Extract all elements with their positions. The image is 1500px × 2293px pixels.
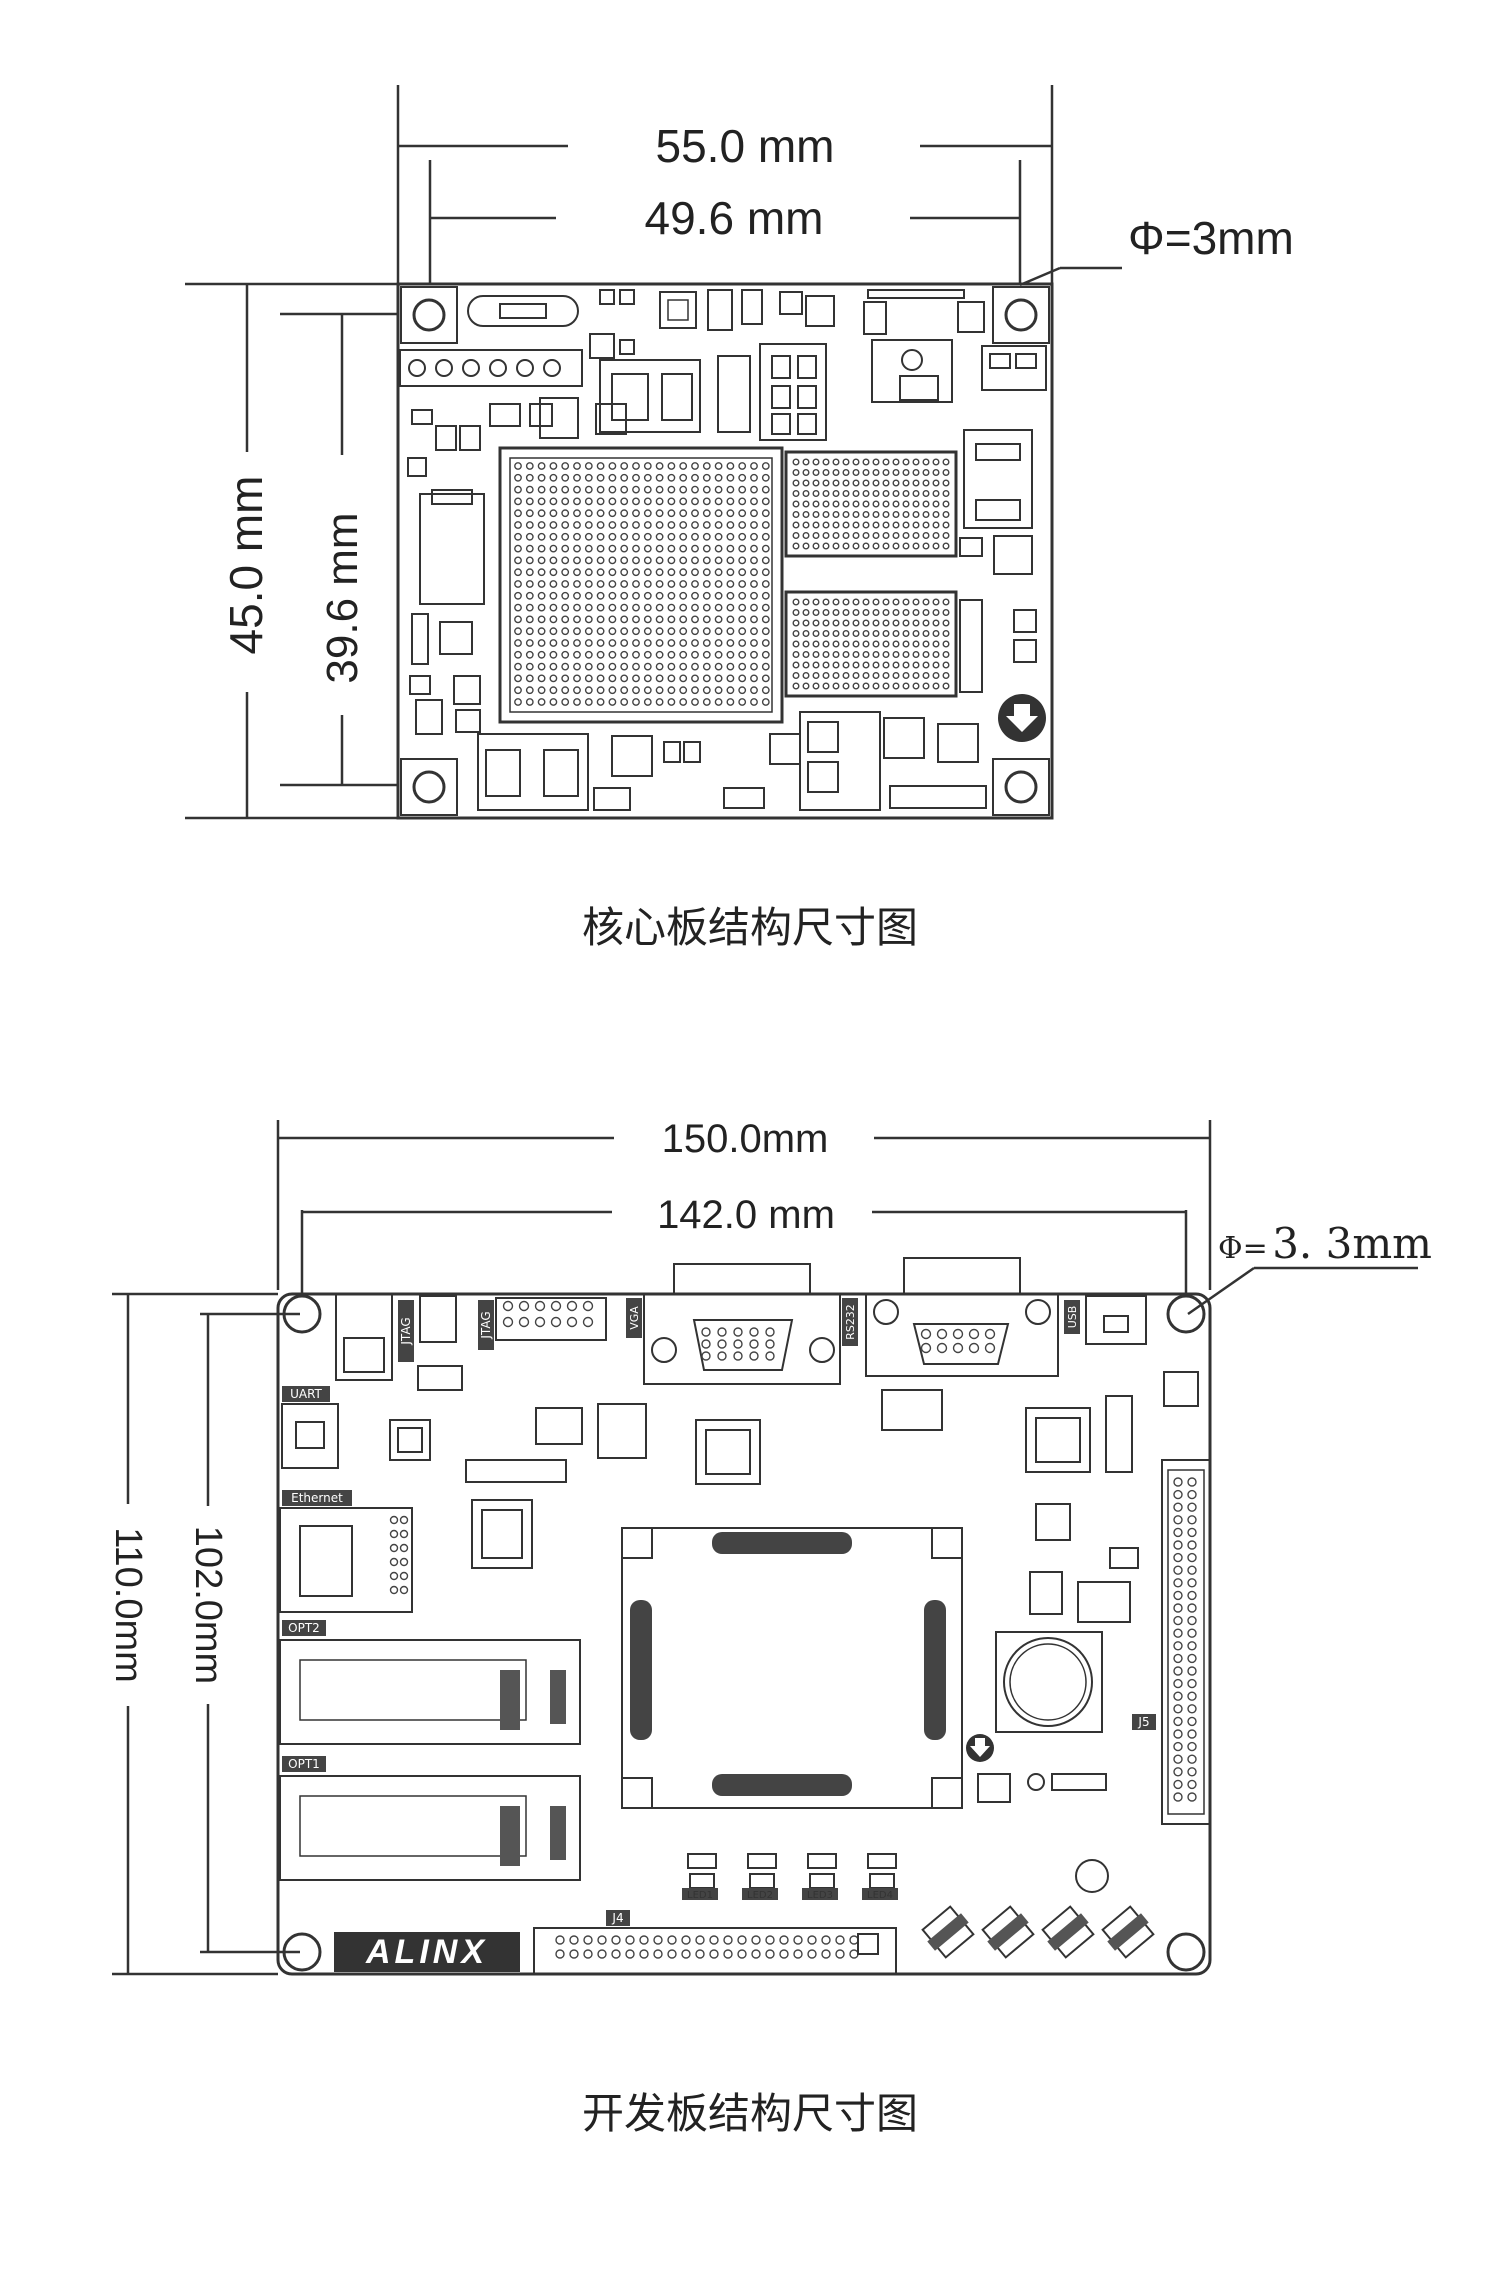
core-board-diagram: 55.0 mm 49.6 mm 45.0 mm 39.6 mm — [185, 85, 1294, 952]
dev-label-led4: LED4 — [867, 1890, 893, 1901]
dev-board-diagram: 150.0mm 142.0 mm Φ= 3. 3mm 110.0mm — [107, 1117, 1432, 2138]
dev-orientation-arrow-icon — [966, 1734, 994, 1762]
svg-text:OPT1: OPT1 — [288, 1757, 320, 1771]
dev-height-outer-dimension: 110.0mm — [107, 1292, 278, 1976]
core-height-outer-label: 45.0 mm — [220, 476, 272, 655]
svg-text:UART: UART — [290, 1387, 322, 1401]
core-mounting-hole-tr — [992, 286, 1050, 344]
dev-label-opt2: OPT2 — [282, 1620, 326, 1636]
dev-led-3: LED3 — [802, 1853, 838, 1901]
dev-coin-battery — [995, 1631, 1103, 1733]
dev-label-led2: LED2 — [747, 1890, 773, 1901]
core-hole-diameter-label: Φ=3mm — [1128, 212, 1294, 264]
dev-hole-diameter-value: 3. 3mm — [1272, 1219, 1432, 1268]
core-board-caption: 核心板结构尺寸图 — [582, 903, 918, 952]
dev-label-jtag-2: JTAG — [478, 1300, 494, 1350]
svg-text:USB: USB — [1066, 1306, 1079, 1329]
dev-led-1: LED1 — [682, 1853, 718, 1901]
core-height-inner-label: 39.6 mm — [318, 512, 367, 683]
svg-text:ALINX: ALINX — [365, 1933, 488, 1971]
dev-label-j5: J5 — [1132, 1714, 1156, 1730]
core-ddr-chip-1 — [784, 450, 958, 558]
dev-mounting-hole-bl — [282, 1932, 322, 1972]
core-mounting-hole-bl — [400, 758, 458, 816]
dev-mounting-hole-tl — [282, 1294, 322, 1334]
dev-brand-logo: ALINX — [334, 1932, 520, 1972]
dev-led-2: LED2 — [742, 1853, 778, 1901]
svg-text:Ethernet: Ethernet — [291, 1491, 343, 1505]
core-width-outer-dimension: 55.0 mm — [396, 85, 1054, 285]
core-mounting-hole-br — [992, 758, 1050, 816]
svg-text:J4: J4 — [611, 1911, 623, 1925]
dev-mounting-hole-tr — [1166, 1294, 1206, 1334]
core-width-inner-dimension: 49.6 mm — [428, 160, 1022, 285]
dev-core-board-socket — [621, 1527, 963, 1809]
dev-label-vga: VGA — [626, 1298, 642, 1338]
dev-height-outer-label: 110.0mm — [107, 1527, 149, 1683]
dev-board-caption: 开发板结构尺寸图 — [582, 2089, 918, 2138]
dev-label-j4: J4 — [606, 1910, 630, 1926]
core-power-header — [408, 359, 561, 377]
core-height-outer-dimension: 45.0 mm — [185, 282, 398, 820]
dev-led-4: LED4 — [862, 1853, 898, 1901]
svg-text:VGA: VGA — [628, 1306, 641, 1330]
dev-vga-connector — [643, 1263, 841, 1385]
core-width-inner-label: 49.6 mm — [645, 192, 824, 244]
core-height-inner-dimension: 39.6 mm — [280, 312, 398, 787]
core-width-outer-label: 55.0 mm — [656, 120, 835, 172]
dev-width-inner-dimension: 142.0 mm — [300, 1193, 1188, 1296]
dev-hole-diameter-prefix: Φ= — [1218, 1231, 1268, 1266]
dev-label-ethernet: Ethernet — [282, 1490, 352, 1506]
core-board-pcb — [396, 282, 1054, 820]
dev-label-opt1: OPT1 — [282, 1756, 326, 1772]
core-fpga-bga — [498, 446, 784, 724]
svg-text:OPT2: OPT2 — [288, 1621, 320, 1635]
dev-label-led3: LED3 — [807, 1890, 833, 1901]
core-orientation-arrow-icon — [998, 694, 1046, 742]
dev-height-inner-label: 102.0mm — [187, 1526, 229, 1684]
dev-mounting-hole-br — [1166, 1932, 1206, 1972]
dev-label-jtag: JTAG — [398, 1300, 414, 1362]
dev-label-usb: USB — [1064, 1300, 1080, 1334]
dev-label-led1: LED1 — [687, 1890, 713, 1901]
dev-hole-diameter-label: Φ= 3. 3mm — [1218, 1219, 1432, 1268]
dev-j5-header — [1161, 1459, 1211, 1825]
dev-label-rs232: RS232 — [842, 1298, 858, 1346]
core-ddr-chip-2 — [784, 590, 958, 698]
dev-width-outer-label: 150.0mm — [662, 1117, 829, 1161]
dev-label-uart: UART — [282, 1386, 330, 1402]
dev-rs232-connector — [865, 1257, 1059, 1377]
core-mounting-hole-tl — [400, 286, 458, 344]
svg-text:J5: J5 — [1137, 1715, 1149, 1729]
dev-width-outer-dimension: 150.0mm — [276, 1117, 1212, 1290]
dev-board-pcb: JTAG JTAG VGA — [276, 1257, 1212, 1976]
dev-width-inner-label: 142.0 mm — [657, 1193, 835, 1237]
dev-j4-header — [533, 1927, 897, 1975]
svg-text:RS232: RS232 — [844, 1304, 857, 1340]
svg-text:JTAG: JTAG — [479, 1311, 493, 1339]
svg-text:JTAG: JTAG — [399, 1317, 413, 1345]
